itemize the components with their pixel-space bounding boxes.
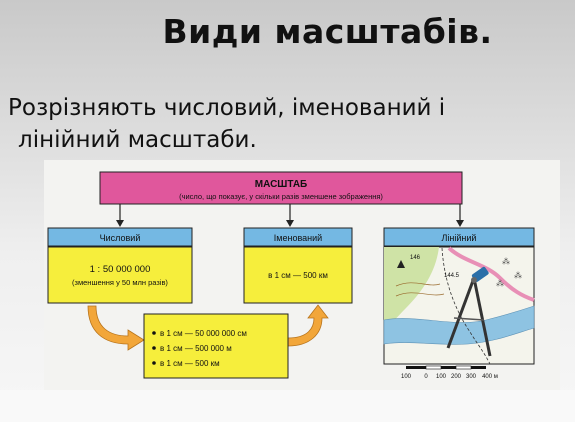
linear-header-label: Лінійний	[442, 233, 477, 243]
scale-tick-label: 200	[451, 374, 462, 380]
scale-tick-label: 400 м	[482, 374, 498, 380]
bullet-icon	[152, 331, 156, 335]
slide-text-line-2: лінійний масштаби.	[18, 127, 257, 153]
tree-symbol: ⁂	[514, 271, 522, 280]
numeric-header-label: Числовий	[100, 233, 141, 243]
scale-tick-label: 0	[424, 374, 428, 380]
slide-text-line-1: Розрізняють числовий, іменований і	[8, 95, 446, 121]
linear-scale-bar	[406, 365, 486, 370]
connector-arrowheads	[116, 220, 464, 227]
numeric-body	[47, 246, 193, 304]
elevation-label: 144.5	[444, 273, 460, 279]
conversion-line: в 1 см — 500 км	[160, 359, 220, 368]
scale-tick-label: 100	[401, 374, 412, 380]
elevation-label: 146	[410, 255, 421, 261]
scale-tick-label: 300	[466, 374, 477, 380]
diagram-svg: МАСШТАБ (число, що показує, у скільки ра…	[47, 171, 535, 380]
numeric-header	[47, 227, 193, 247]
numeric-value: 1 : 50 000 000	[90, 264, 151, 275]
scale-tick-label: 100	[436, 374, 447, 380]
slide-title: Види масштабів.	[162, 12, 493, 51]
compass-icon	[446, 266, 492, 357]
bottom-bar	[0, 390, 575, 422]
named-body	[243, 246, 353, 304]
arrow-numeric-to-conversions	[87, 305, 145, 351]
tree-symbol: ⁂	[496, 279, 504, 288]
numeric-note: (зменшення у 50 млн разів)	[72, 278, 168, 287]
conversion-line: в 1 см — 50 000 000 см	[160, 329, 247, 338]
scale-types-diagram: МАСШТАБ (число, що показує, у скільки ра…	[44, 160, 560, 390]
arrow-conversions-to-named	[287, 304, 329, 347]
bullet-icon	[152, 346, 156, 350]
bullet-icon	[152, 361, 156, 365]
root-subtitle: (число, що показує, у скільки разів змен…	[179, 192, 383, 201]
linear-header	[383, 227, 535, 247]
root-title: МАСШТАБ	[255, 179, 307, 190]
marker-icon	[397, 260, 405, 268]
conversion-line: в 1 см — 500 000 м	[160, 344, 232, 353]
conversions-box	[143, 313, 289, 379]
slide-text: Розрізняють числовий, іменований і ліній…	[8, 92, 568, 156]
topographic-map: ⁂ ⁂ ⁂ 146 144.5	[383, 246, 535, 365]
tree-symbol: ⁂	[502, 257, 510, 266]
root-box	[99, 171, 463, 205]
named-header-label: Іменований	[274, 233, 322, 243]
named-header	[243, 227, 353, 247]
named-value: в 1 см — 500 км	[268, 271, 328, 280]
